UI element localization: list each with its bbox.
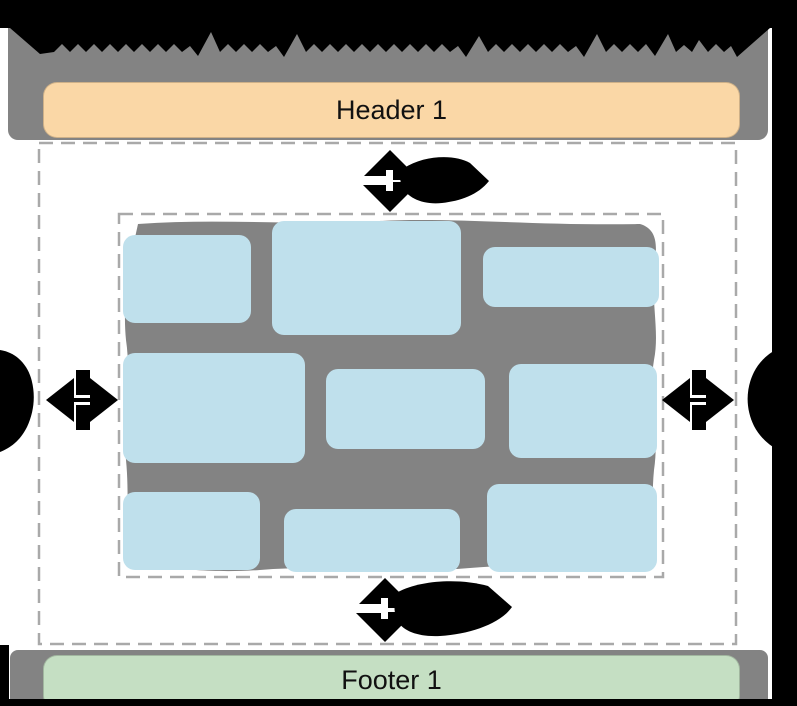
grid-item bbox=[487, 484, 657, 572]
footer-box: Footer 1 bbox=[43, 655, 740, 706]
grid-item bbox=[272, 221, 461, 335]
bottom-arrow-label-blob bbox=[394, 581, 512, 637]
grid-item bbox=[123, 235, 251, 323]
resize-vertical-icon bbox=[347, 578, 415, 642]
grid-item bbox=[483, 247, 659, 307]
grid-item bbox=[284, 509, 460, 572]
grid-item bbox=[123, 353, 305, 463]
grid-item bbox=[326, 369, 485, 449]
left-arrow-label-blob bbox=[0, 350, 34, 452]
right-arrow-label-blob bbox=[747, 342, 797, 458]
grid-item bbox=[509, 364, 657, 458]
grid-item bbox=[123, 492, 260, 570]
frame-right-edge bbox=[772, 0, 797, 706]
footer-label: Footer 1 bbox=[341, 665, 442, 695]
top-arrow-label-blob bbox=[400, 157, 489, 204]
resize-vertical-icon bbox=[352, 150, 420, 212]
header-label: Header 1 bbox=[335, 94, 448, 125]
header-box: Header 1 bbox=[43, 82, 740, 138]
resize-horizontal-icon bbox=[46, 370, 118, 430]
frame-left-bottom-edge bbox=[0, 645, 9, 706]
resize-horizontal-icon bbox=[662, 370, 734, 430]
